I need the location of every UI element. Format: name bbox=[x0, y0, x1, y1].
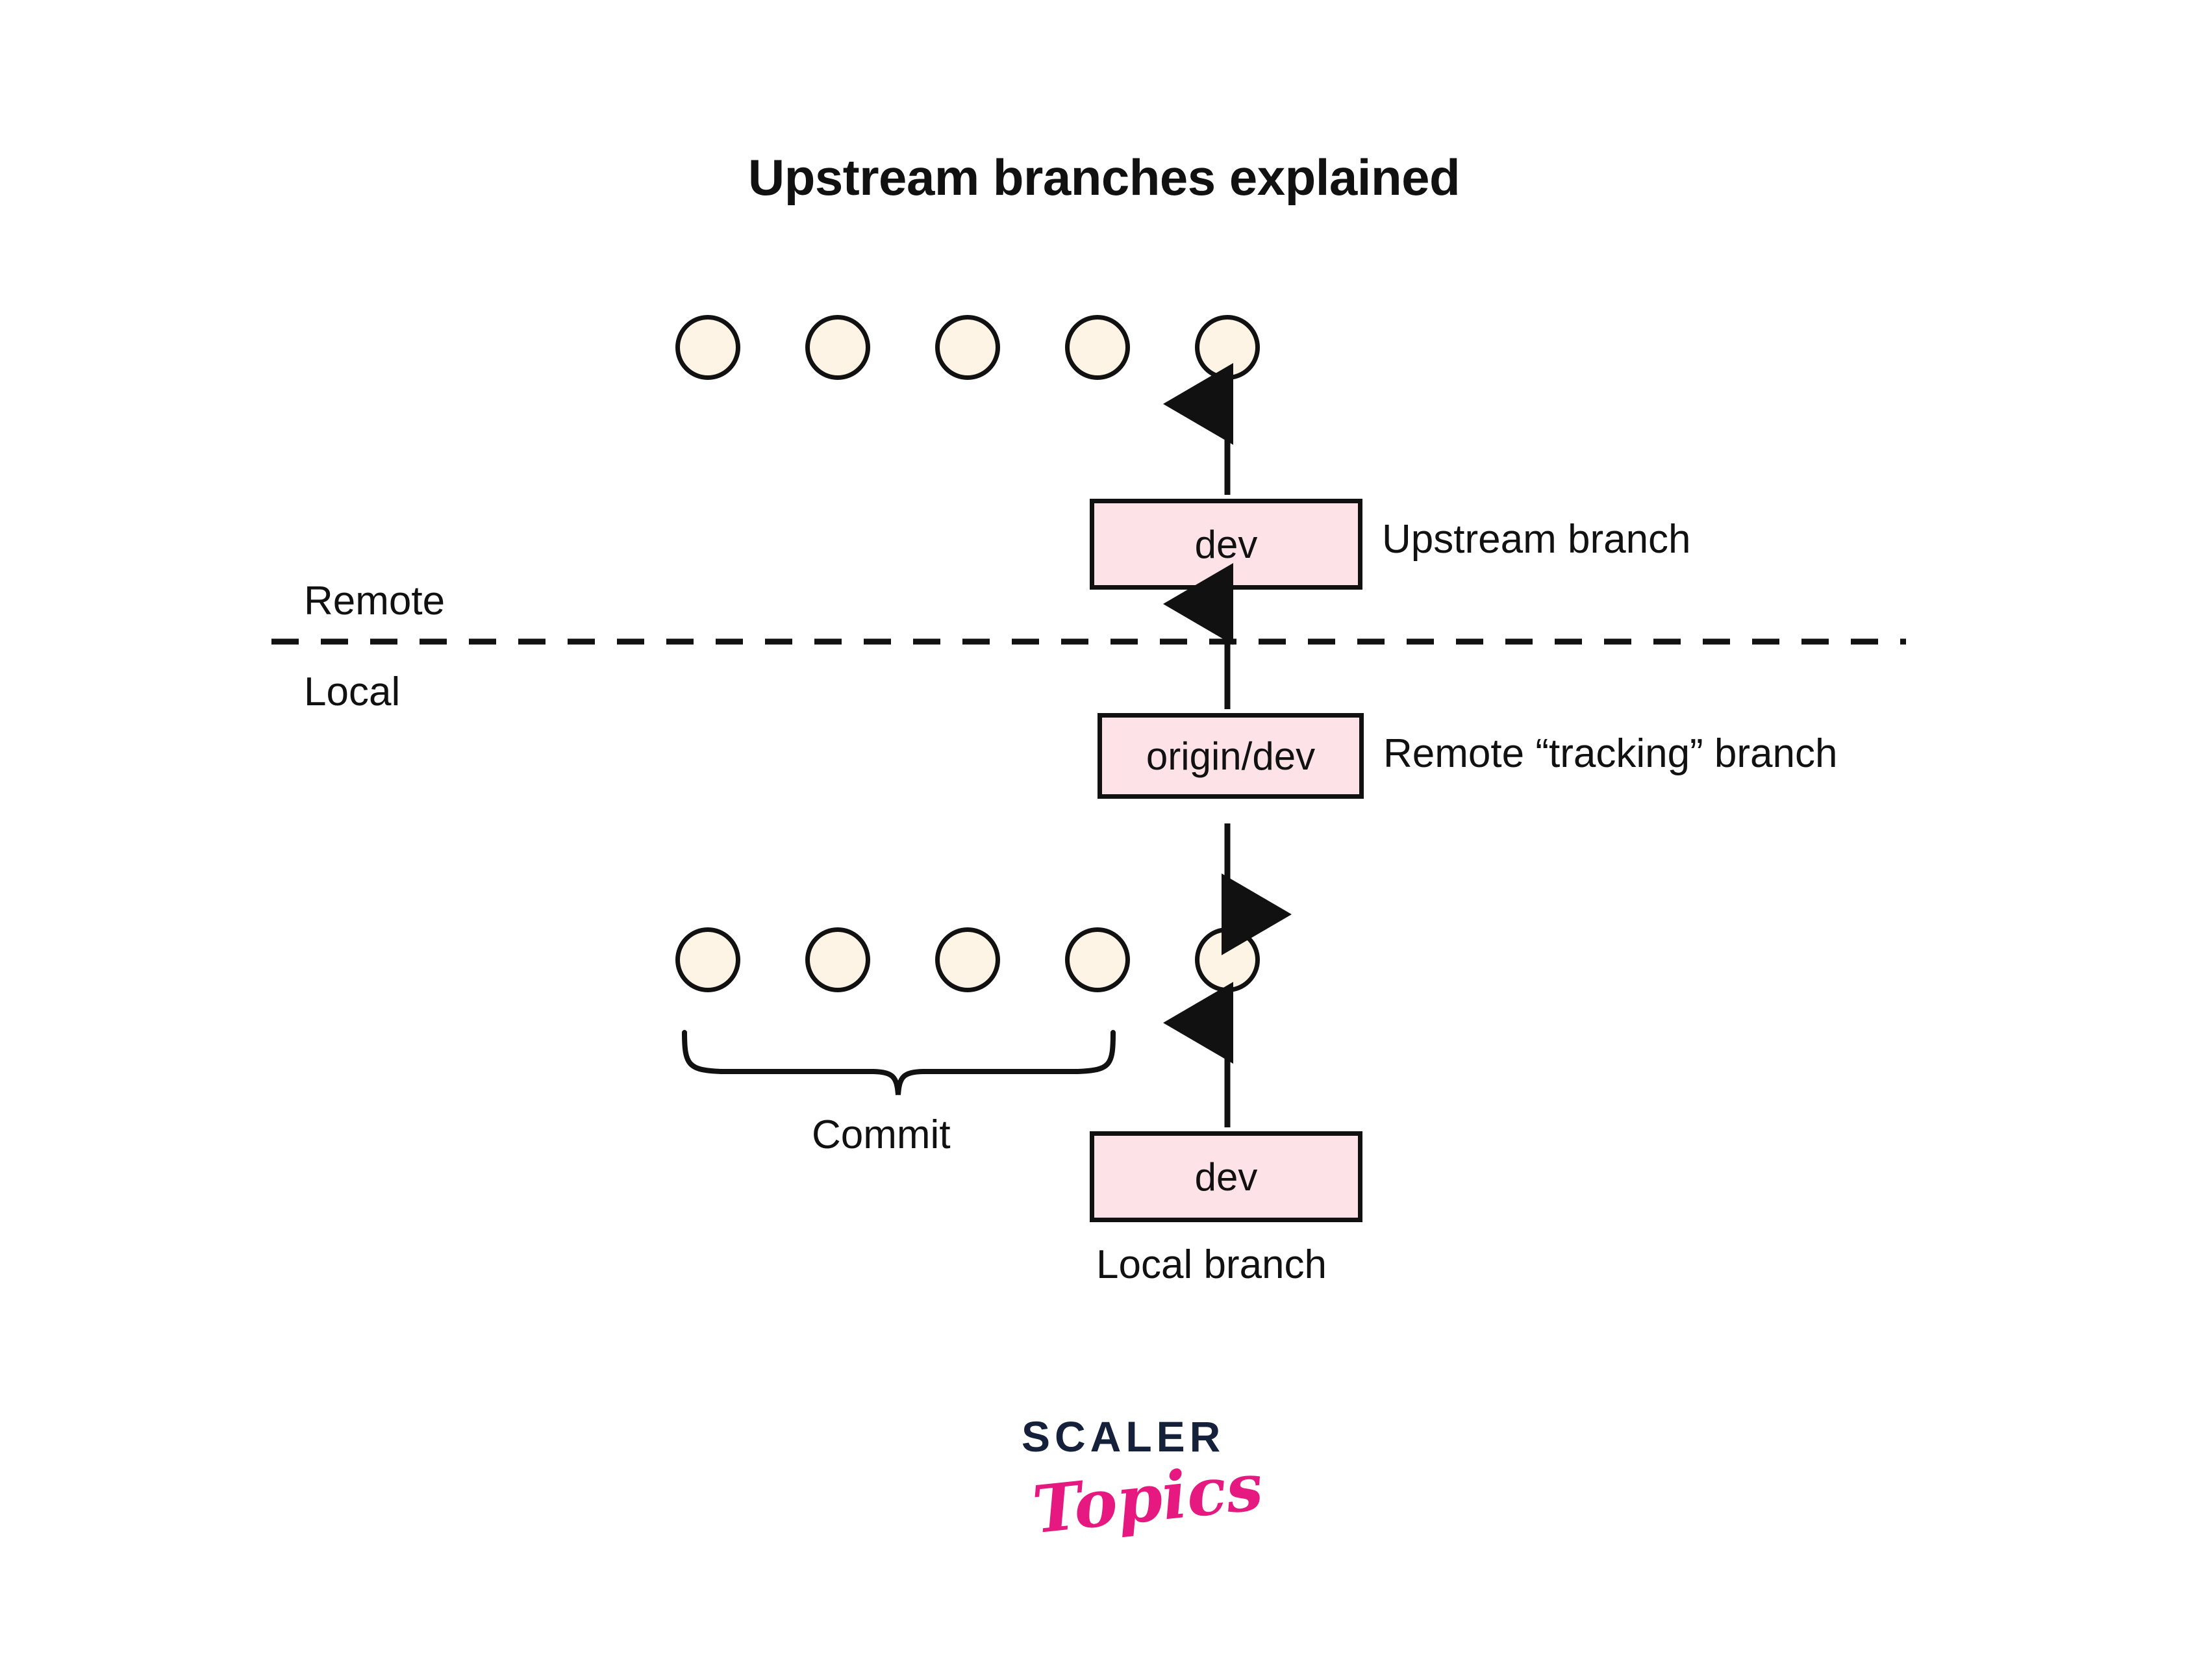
local-branch-caption: Local branch bbox=[1096, 1242, 1327, 1287]
remote-commit-node-2[interactable] bbox=[805, 315, 870, 380]
upstream-branch-caption: Upstream branch bbox=[1382, 517, 1691, 562]
remote-tracking-branch-caption: Remote “tracking” branch bbox=[1383, 731, 1838, 776]
page-title: Upstream branches explained bbox=[747, 149, 1461, 206]
remote-commit-node-5[interactable] bbox=[1195, 315, 1260, 380]
commit-group-brace bbox=[682, 1030, 1116, 1096]
upstream-branch-box[interactable]: dev bbox=[1090, 499, 1362, 590]
local-commit-node-5[interactable] bbox=[1195, 927, 1260, 992]
remote-commit-node-3[interactable] bbox=[935, 315, 1000, 380]
remote-commit-node-4[interactable] bbox=[1065, 315, 1130, 380]
topics-logo-script: Topics bbox=[1029, 1448, 1266, 1549]
commit-brace-caption: Commit bbox=[812, 1112, 951, 1157]
remote-tracking-branch-box[interactable]: origin/dev bbox=[1098, 713, 1364, 799]
remote-zone-label: Remote bbox=[304, 579, 445, 623]
scaler-logo-wordmark: SCALER bbox=[1022, 1412, 1225, 1461]
local-commit-node-4[interactable] bbox=[1065, 927, 1130, 992]
local-branch-box[interactable]: dev bbox=[1090, 1131, 1362, 1222]
local-commit-node-2[interactable] bbox=[805, 927, 870, 992]
remote-commit-node-1[interactable] bbox=[675, 315, 740, 380]
local-zone-label: Local bbox=[304, 670, 401, 714]
local-commit-node-3[interactable] bbox=[935, 927, 1000, 992]
local-commit-node-1[interactable] bbox=[675, 927, 740, 992]
